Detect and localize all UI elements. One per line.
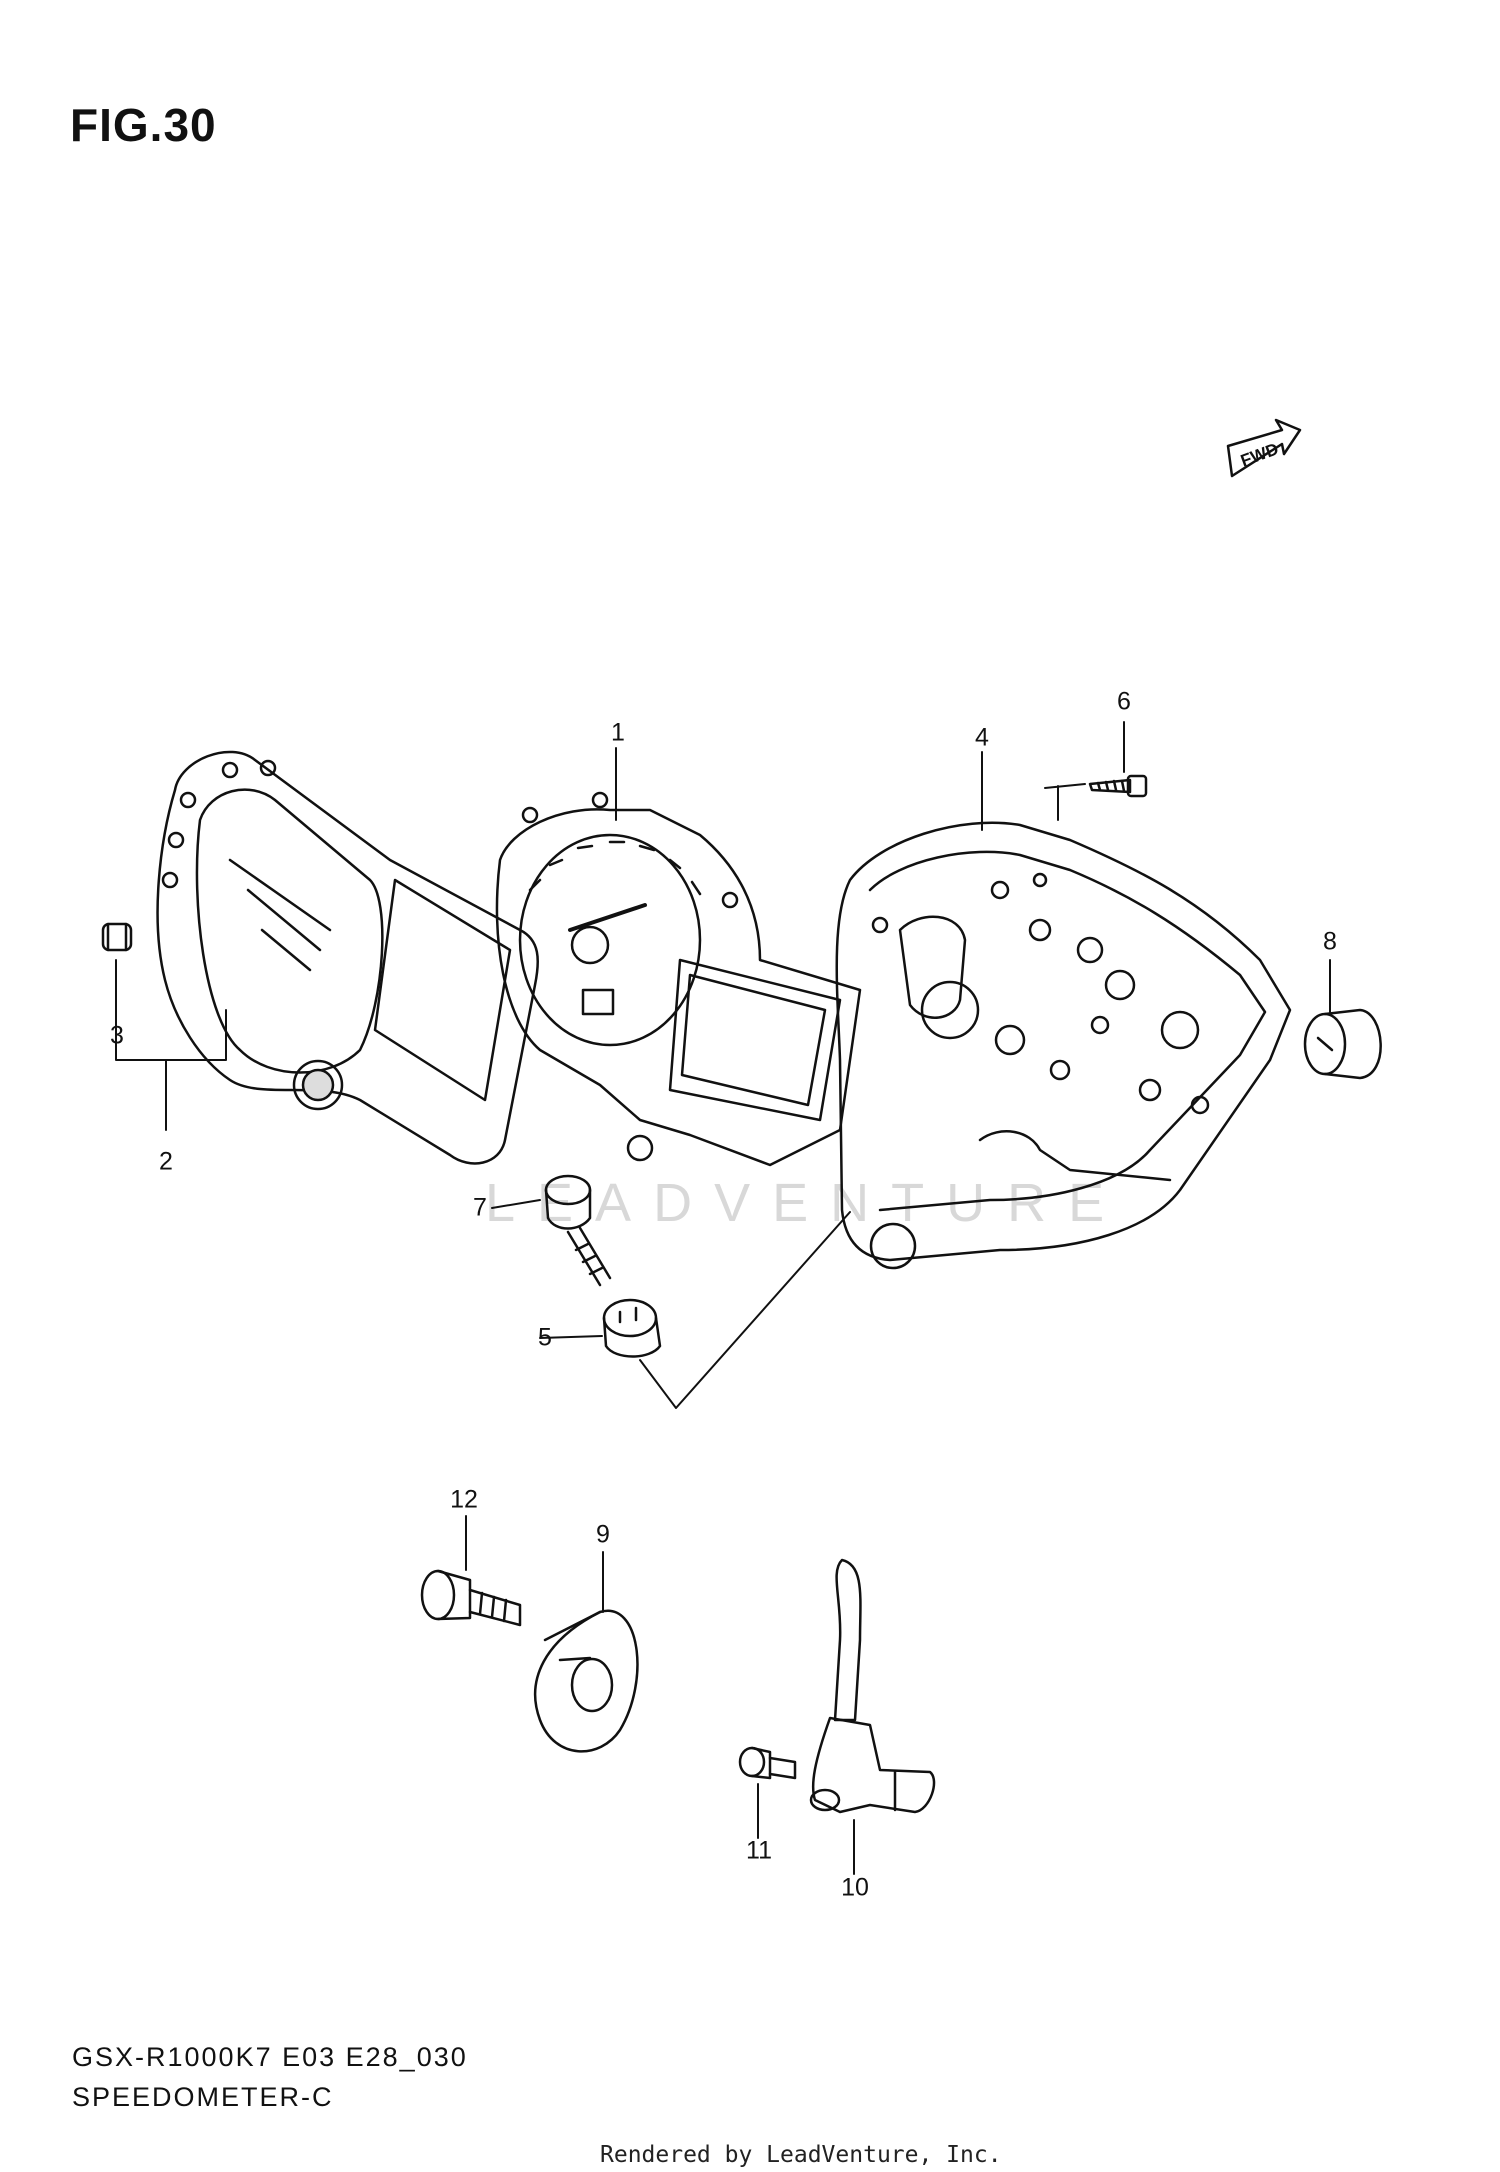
bolt-part-12	[420, 1569, 522, 1627]
section-name: SPEEDOMETER-C	[72, 2082, 334, 2112]
leader-5	[539, 1335, 603, 1339]
collar-part-5	[602, 1298, 662, 1358]
callout-4: 4	[975, 723, 989, 752]
callout-7: 7	[473, 1193, 487, 1222]
screw-part-6	[1088, 774, 1148, 798]
bolt-part-7	[544, 1174, 612, 1287]
callout-12: 12	[450, 1485, 478, 1514]
callout-3: 3	[110, 1021, 124, 1050]
sensor-rotor-part-9	[533, 1609, 639, 1753]
callout-9: 9	[596, 1520, 610, 1549]
leader-6	[1044, 721, 1125, 821]
grommet-part-8	[1303, 1008, 1382, 1080]
callout-6: 6	[1117, 687, 1131, 716]
figure-title: FIG.30	[70, 99, 217, 151]
meter-cover-part-2	[156, 750, 540, 1165]
model-code: GSX-R1000K7 E03 E28_030	[72, 2042, 468, 2072]
meter-housing-part-4	[835, 821, 1292, 1270]
callout-11: 11	[746, 1836, 772, 1865]
render-credit: Rendered by LeadVenture, Inc.	[600, 2142, 1002, 2168]
callout-10: 10	[841, 1873, 869, 1902]
leader-7	[491, 1199, 541, 1209]
leader-2-3	[115, 959, 227, 1131]
callout-5: 5	[538, 1323, 552, 1352]
meter-assembly-part-1	[495, 791, 862, 1167]
bolt-part-11	[738, 1746, 797, 1780]
fwd-direction-badge: FWD	[1226, 418, 1302, 478]
grommet-part-3	[101, 922, 133, 952]
leader-5-to-4	[639, 1211, 851, 1409]
leader-lines	[115, 721, 1331, 1875]
callout-8: 8	[1323, 927, 1337, 956]
callout-1: 1	[611, 718, 625, 747]
callout-2: 2	[159, 1147, 173, 1176]
speed-sensor-part-10	[809, 1558, 936, 1814]
